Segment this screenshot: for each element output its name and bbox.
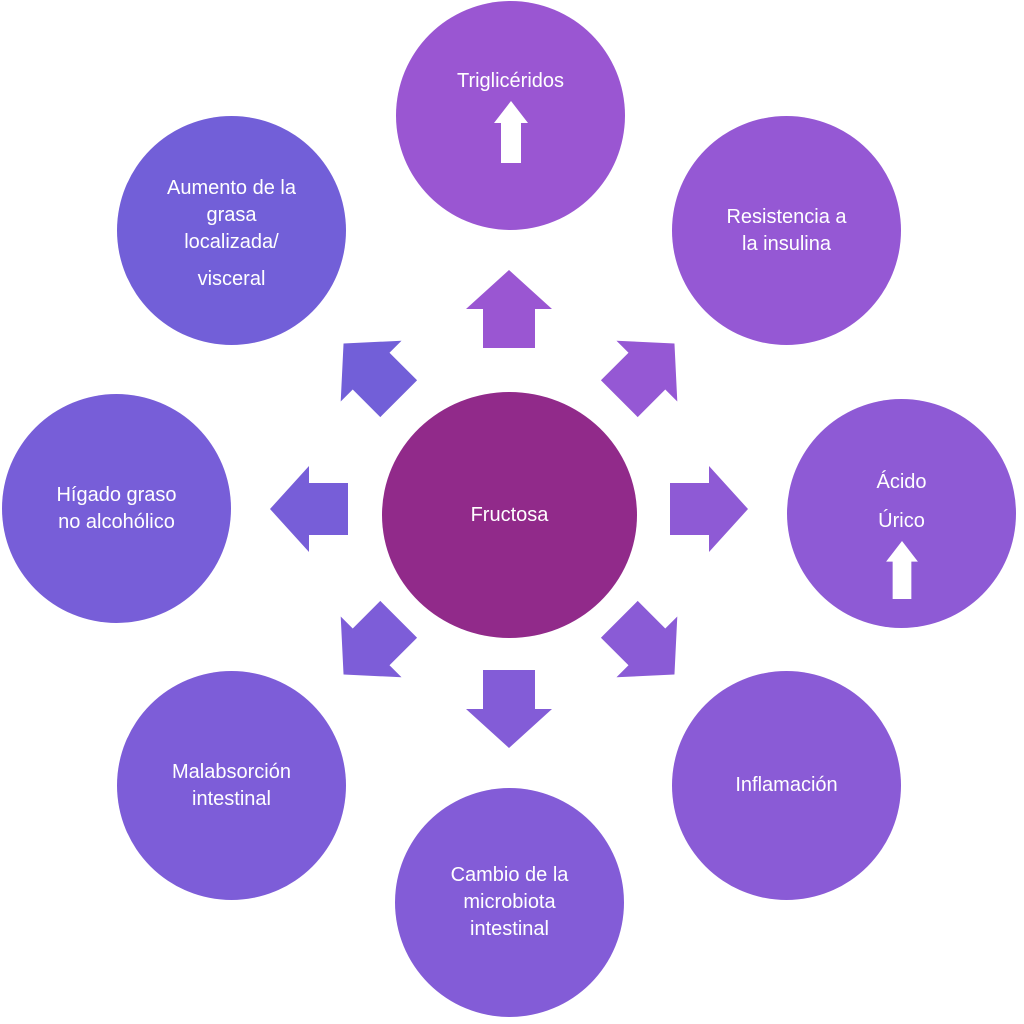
node-label-line: intestinal	[192, 787, 271, 810]
arrow-down-icon	[466, 670, 552, 748]
node-label-line: Úrico	[878, 509, 925, 532]
node-label-line: Inflamación	[735, 774, 838, 796]
node-resistencia-insulina: Resistencia a la insulina	[672, 116, 901, 345]
arrow-left-icon	[270, 466, 348, 552]
node-inflamacion: Inflamación	[672, 671, 901, 900]
node-label-line: visceral	[197, 267, 266, 290]
node-label-line: Triglicéridos	[456, 70, 565, 92]
arrow-down-left-icon	[340, 600, 418, 678]
arrow-up-left-icon	[340, 340, 418, 418]
node-label-line: Resistencia a	[726, 205, 847, 228]
node-label-line: Aumento de la	[167, 176, 296, 199]
node-label-line: microbiota	[463, 891, 556, 913]
node-label-line: no alcohólico	[58, 510, 175, 533]
node-higado-graso: Hígado graso no alcohólico	[2, 394, 231, 623]
node-acido-urico: Ácido Úrico	[787, 399, 1016, 628]
center-label: Fructosa	[470, 503, 549, 526]
node-label-line: localizada/	[184, 230, 279, 253]
node-label-line: Hígado graso	[56, 483, 177, 506]
arrow-up-right-icon	[600, 340, 678, 418]
arrow-up-icon	[466, 270, 552, 348]
node-label-line: Cambio de la	[450, 864, 569, 886]
node-label-line: la insulina	[742, 232, 831, 255]
arrow-down-right-icon	[600, 600, 678, 678]
node-label-line: Malabsorción	[172, 760, 291, 783]
node-trigliceridos: Triglicéridos	[396, 1, 625, 230]
node-label-line: Ácido	[876, 470, 927, 493]
node-grasa-visceral: Aumento de la grasa localizada/ visceral	[117, 116, 346, 345]
arrow-right-icon	[670, 466, 748, 552]
node-label-line: grasa	[206, 203, 257, 226]
increase-arrow-icon	[493, 101, 528, 163]
center-node-fructosa: Fructosa	[382, 392, 637, 638]
node-microbiota: Cambio de la microbiota intestinal	[395, 788, 624, 1017]
node-label-line: intestinal	[470, 918, 549, 940]
node-malabsorcion: Malabsorción intestinal	[117, 671, 346, 900]
increase-arrow-icon	[885, 540, 918, 599]
